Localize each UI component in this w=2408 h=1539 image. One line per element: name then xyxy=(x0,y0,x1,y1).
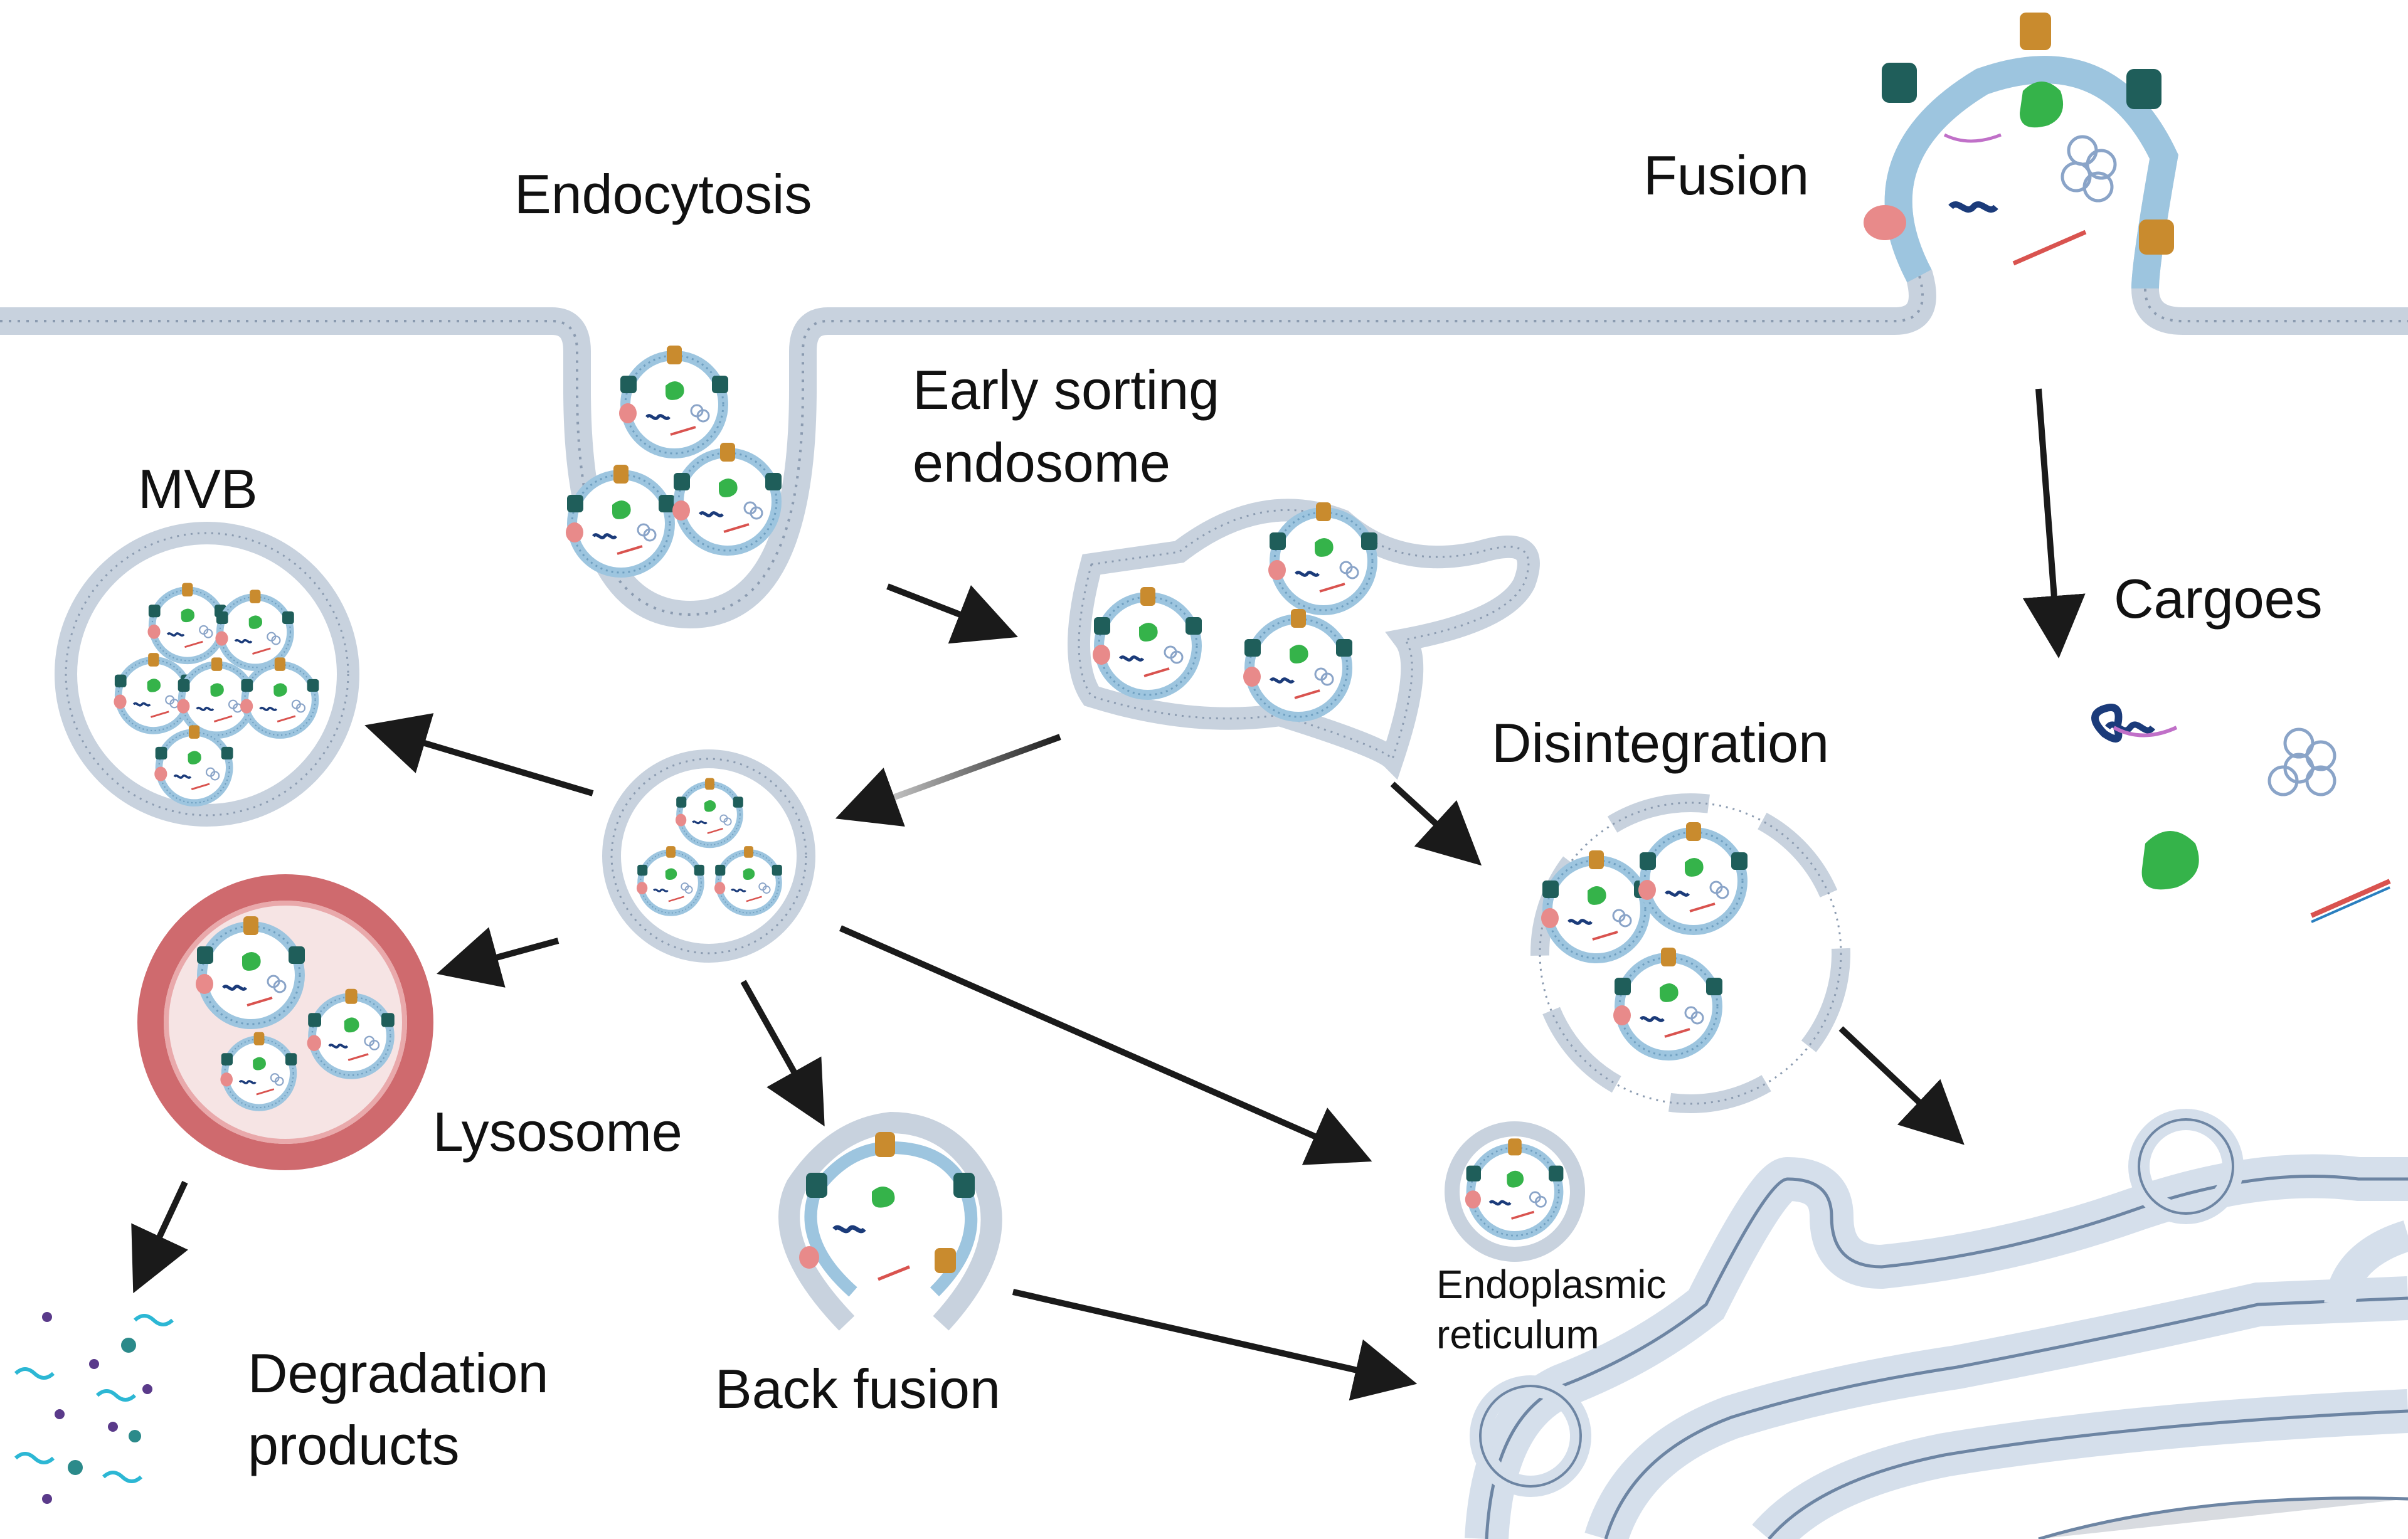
label-er-line1: Endoplasmic xyxy=(1436,1262,1666,1307)
label-early-sorting-endosome-line1: Early sorting xyxy=(913,359,1219,421)
arrows xyxy=(131,388,2086,1401)
protein-icon xyxy=(2141,831,2199,890)
arrow-icon xyxy=(1390,781,1482,866)
cargoes-group xyxy=(2091,704,2391,923)
label-endocytosis: Endocytosis xyxy=(514,163,812,225)
arrow-icon xyxy=(437,927,560,988)
arrow-icon xyxy=(740,980,825,1127)
rna-icon xyxy=(2113,726,2178,738)
late-endosome xyxy=(602,749,815,963)
back-fusion-vesicle xyxy=(778,1111,1002,1331)
lipid-cluster-icon xyxy=(2267,727,2336,796)
arrow-icon xyxy=(131,1180,188,1294)
early-sorting-endosome xyxy=(1068,502,1540,780)
label-back-fusion: Back fusion xyxy=(715,1358,1000,1420)
label-early-sorting-endosome-line2: endosome xyxy=(913,431,1170,494)
arrow-icon xyxy=(364,713,594,796)
protein-icon xyxy=(2020,13,2051,50)
lysosome xyxy=(137,874,433,1170)
label-degradation-line1: Degradation xyxy=(248,1342,548,1404)
label-disintegration: Disintegration xyxy=(1492,712,1829,774)
label-fusion: Fusion xyxy=(1643,144,1809,206)
mvb xyxy=(55,522,359,827)
endocytosis-vesicles xyxy=(566,346,782,573)
endoplasmic-reticulum xyxy=(1465,1109,2408,1539)
dna-icon xyxy=(2091,704,2123,743)
label-cargoes: Cargoes xyxy=(2114,568,2323,630)
label-mvb: MVB xyxy=(138,458,258,520)
arrow-icon xyxy=(1838,1026,1965,1145)
er-vesicle xyxy=(1445,1121,1585,1262)
disintegrating-endosome xyxy=(1530,793,1850,1113)
labels: Endocytosis Fusion Early sorting endosom… xyxy=(138,144,2323,1476)
arrow-icon xyxy=(835,734,1061,827)
label-er-line2: reticulum xyxy=(1436,1312,1599,1357)
fusion-bud xyxy=(1864,13,2178,289)
arrow-icon xyxy=(2022,388,2086,658)
label-lysosome: Lysosome xyxy=(433,1101,682,1163)
arrow-icon xyxy=(886,583,1018,644)
arrow-icon xyxy=(839,925,1372,1165)
arrow-icon xyxy=(1012,1289,1418,1401)
degradation-products xyxy=(14,1312,174,1504)
label-degradation-line2: products xyxy=(248,1414,460,1476)
